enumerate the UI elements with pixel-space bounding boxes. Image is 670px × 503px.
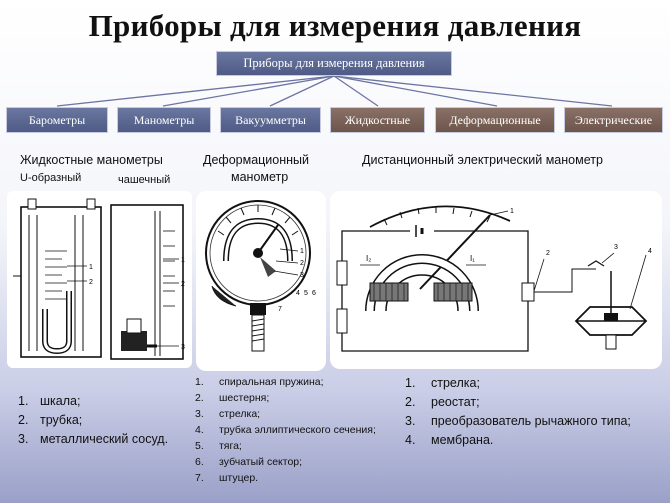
electric-label-1: 1 — [510, 208, 514, 215]
gauge-label-5: 5 — [304, 290, 308, 297]
list-item: 5.тяга; — [195, 440, 242, 452]
panel-deformation-manometer: 1 2 3 4 5 6 7 — [196, 191, 326, 371]
category-box-barometers: Барометры — [6, 107, 108, 133]
root-category-box: Приборы для измерения давления — [216, 51, 452, 76]
list-item: 4.трубка эллиптического сечения; — [195, 424, 376, 436]
category-box-vacuum: Вакуумметры — [220, 107, 321, 133]
caption-cup-type: чашечный — [118, 174, 171, 186]
list-liquid-parts: 1.шкала; 2.трубка; 3.металлический сосуд… — [18, 392, 168, 449]
current-label-i1: I₁ — [470, 254, 475, 263]
category-box-liquid: Жидкостные — [330, 107, 425, 133]
cup-label-2: 2 — [181, 281, 185, 288]
gauge-label-4: 4 — [296, 290, 300, 297]
electric-label-4: 4 — [648, 248, 652, 255]
deformation-gauge-drawing: 1 2 3 4 5 6 7 — [205, 200, 316, 352]
gauge-label-1: 1 — [300, 248, 304, 255]
list-electric-parts: 1.стрелка; 2.реостат; 3.преобразователь … — [405, 374, 631, 450]
liquid-manometers-drawing: 1 2 1 2 3 — [13, 198, 185, 360]
category-box-deformation: Деформационные — [435, 107, 555, 133]
caption-deformation-line2: манометр — [231, 170, 289, 184]
list-item: 3.преобразователь рычажного типа; — [405, 414, 631, 428]
tree-connectors — [56, 75, 613, 107]
list-item: 3.металлический сосуд. — [18, 432, 169, 446]
category-box-electric: Электрические — [564, 107, 663, 133]
electric-manometer-drawing: 1 I₂ I₁ 2 3 — [336, 205, 652, 352]
cup-label-3: 3 — [181, 344, 185, 351]
list-item: 2.реостат; — [405, 395, 480, 409]
category-box-manometers: Манометры — [117, 107, 211, 133]
list-item: 1.стрелка; — [405, 376, 480, 390]
list-item: 7.штуцер. — [195, 472, 259, 484]
page-title: Приборы для измерения давления — [88, 8, 582, 43]
list-item: 1.спиральная пружина; — [195, 376, 324, 388]
list-item: 6.зубчатый сектор; — [195, 456, 303, 468]
caption-u-type: U-образный — [20, 172, 82, 184]
panel-electric-manometer: 1 I₂ I₁ 2 3 — [330, 191, 662, 369]
list-item: 2.трубка; — [18, 413, 83, 427]
gauge-label-3: 3 — [300, 272, 304, 279]
caption-electric-manometer: Дистанционный электрический манометр — [362, 153, 603, 167]
panel-liquid-manometers: 1 2 1 2 3 — [7, 191, 192, 368]
u-tube-label-2: 2 — [89, 279, 93, 286]
list-deformation-parts: 1.спиральная пружина; 2.шестерня; 3.стре… — [195, 374, 376, 486]
list-item: 1.шкала; — [18, 394, 81, 408]
caption-deformation-line1: Деформационный — [203, 153, 310, 167]
caption-liquid-manometers: Жидкостные манометры — [20, 153, 163, 167]
list-item: 2.шестерня; — [195, 392, 270, 404]
list-item: 4.мембрана. — [405, 433, 494, 447]
gauge-label-6: 6 — [312, 290, 316, 297]
list-item: 3.стрелка; — [195, 408, 261, 420]
electric-label-2: 2 — [546, 250, 550, 257]
gauge-label-7: 7 — [278, 306, 282, 313]
electric-label-3: 3 — [614, 244, 618, 251]
cup-label-1: 1 — [181, 257, 185, 264]
gauge-label-2: 2 — [300, 260, 304, 267]
current-label-i2: I₂ — [366, 254, 371, 263]
u-tube-label-1: 1 — [89, 264, 93, 271]
